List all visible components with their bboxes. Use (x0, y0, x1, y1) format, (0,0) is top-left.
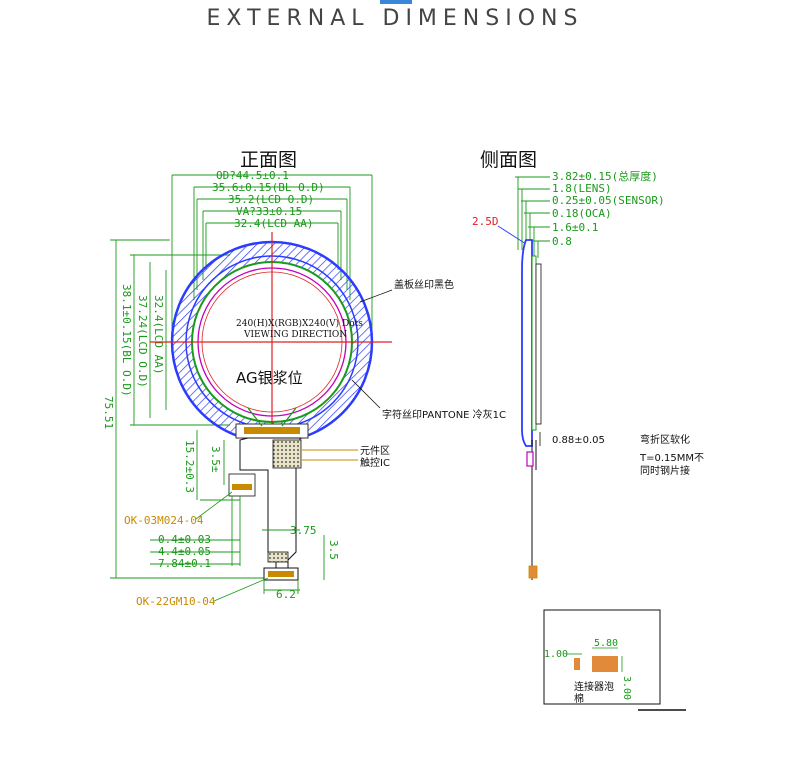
dim-lcd-aa: 32.4(LCD AA) (234, 217, 313, 230)
dim-v-bl-od: 38.1±0.15(BL O.D) (120, 284, 133, 397)
side-dim-1: 1.8(LENS) (552, 182, 612, 195)
round-display (150, 232, 392, 448)
component-area-label: 元件区 (360, 445, 390, 457)
t-note-2: 同时钢片接 (640, 464, 690, 477)
char-note: 字符丝印PANTONE 冷灰1C (382, 408, 506, 421)
front-view-title: 正面图 (240, 149, 297, 171)
dim-w62: 6.2 (276, 588, 296, 601)
part-label-1: OK-03M024-04 (124, 514, 204, 527)
front-left-dim-lines (110, 239, 275, 579)
side-dim-0: 3.82±0.15(总厚度) (552, 169, 658, 183)
dim-v35: 3.5 (327, 540, 340, 560)
inset-dim-2: 5.80 (594, 638, 618, 649)
dim-va: VA?33±0.15 (236, 205, 302, 218)
cover-note: 盖板丝印黑色 (394, 278, 454, 291)
dim-w375: 3.75 (290, 524, 317, 537)
fpc-tail (228, 437, 302, 581)
front-lower-dim-lines (150, 496, 325, 594)
dim-od: OD?44.5±0.1 (216, 169, 289, 182)
dim-bl-od: 35.6±0.15(BL O.D) (212, 181, 325, 194)
side-profile (521, 239, 542, 580)
dim-v-small: 3.5± (209, 446, 222, 473)
dim-v-fpc: 15.2±0.3 (183, 440, 196, 493)
dim-lcd-od: 35.2(LCD O.D) (228, 193, 314, 206)
resolution-text: 240(H)X(RGB)X240(V) Dots (236, 318, 363, 329)
dim-d3: 7.84±0.1 (158, 557, 211, 570)
connector-foam-inset (543, 609, 686, 711)
side-dim-2: 0.25±0.05(SENSOR) (552, 194, 665, 207)
side-dim-5: 0.8 (552, 235, 572, 248)
dim-d2: 4.4±0.05 (158, 545, 211, 558)
viewing-direction-text: VIEWING DIRECTION (243, 330, 347, 340)
header-accent-bar (380, 0, 412, 4)
inset-dim-1: 1.00 (544, 649, 568, 660)
dim-v-total: 75.51 (102, 396, 115, 429)
part-label-2: OK-22GM10-04 (136, 595, 216, 608)
dim-v-lcd-od: 37.24(LCD O.D) (136, 295, 149, 388)
inset-dim-3: 3.00 (621, 676, 632, 700)
dim-d1: 0.4±0.03 (158, 533, 211, 546)
dim-v-lcd-aa: 32.4(LCD AA) (152, 295, 165, 374)
touch-ic-label: 触控IC (360, 456, 390, 469)
side-dim-3: 0.18(OCA) (552, 207, 612, 220)
side-view-title: 侧面图 (480, 149, 537, 171)
t-note: T=0.15MM不 (639, 453, 704, 464)
ag-silver-label: AG银浆位 (236, 369, 303, 387)
bend-note: 弯折区软化 (640, 433, 690, 446)
page-title: EXTERNAL DIMENSIONS (206, 6, 584, 31)
inset-label-2: 棉 (574, 692, 584, 705)
side-thickness: 0.88±0.05 (552, 435, 605, 446)
radius-label: 2.5D (472, 215, 499, 228)
side-dim-4: 1.6±0.1 (552, 221, 598, 234)
inset-label: 连接器泡 (574, 680, 614, 693)
